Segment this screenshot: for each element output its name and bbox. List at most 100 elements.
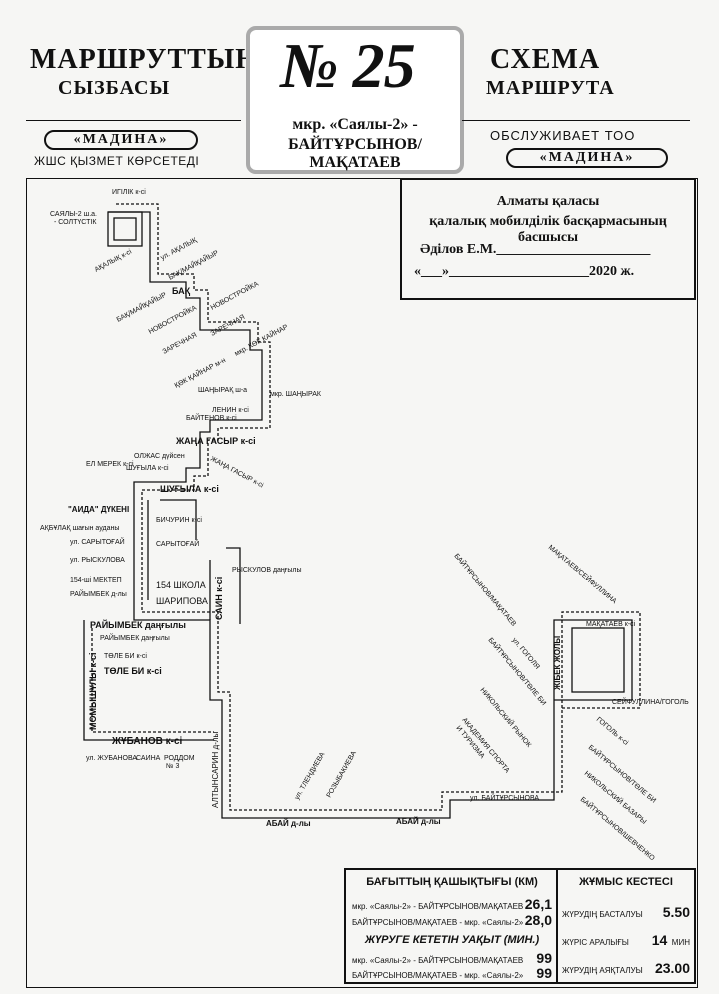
operator-right-pill: «МАДИНА» <box>506 148 668 168</box>
route-line-north <box>108 211 633 819</box>
schedule-value-2: 14 <box>651 932 668 948</box>
time-value-1: 99 <box>536 950 552 966</box>
map-label-tole-bi: ТӨЛЕ БИ к-сі <box>104 652 147 660</box>
distance-value-2: 28,0 <box>524 912 552 928</box>
map-label-akbulak: АҚБҰЛАҚ шағын ауданы <box>40 525 119 532</box>
route-line-sain <box>209 547 241 624</box>
map-label-gogol-k: ГОГОЛЬ к-сі <box>595 715 631 747</box>
route-line-momyshuly-dashed <box>91 628 214 733</box>
map-label-el-merek: ЕЛ МЕРЕК к-сі <box>86 460 134 468</box>
distance-row-2: БАЙТҰРСЫНОВ/МАҚАТАЕВ - мкр. «Саялы-2» 28… <box>352 912 552 928</box>
map-label-igilik: ИГІЛІК к-сі <box>112 188 146 196</box>
map-label-roddom: РОДДОМ <box>164 755 195 762</box>
map-label-zarechnaya: ЗАРЕЧНАЯ <box>162 332 199 356</box>
map-label-abai: АБАЙ д-лы <box>266 819 311 828</box>
map-label-sharipov: ШАРИПОВА <box>156 596 208 606</box>
schedule-label-3: ЖҮРУДІҢ АЯҚТАЛУЫ <box>562 966 643 975</box>
map-frame <box>26 178 698 988</box>
map-label-akademiya: АКАДЕМИЯ СПОРТА <box>460 717 510 775</box>
map-label-kok-kainar: ҚӨК ҚАЙНАР м-н <box>173 355 227 390</box>
map-label-tlendieva: ул. ТЛЕНДИЕВА <box>294 751 327 801</box>
map-label-raiymbek-d: РАЙЫМБЕК даңғылы <box>90 619 186 630</box>
map-label-abai-2: АБАЙ д-лы <box>396 817 441 826</box>
map-label-lenin: ЛЕНИН к-сі <box>212 406 249 414</box>
map-label-nikolskii: НИКОЛЬСКИЙ РЫНОК <box>478 686 534 750</box>
map-label-tole-bi-2: ТӨЛЕ БИ к-сі <box>104 666 162 676</box>
schedule-label-1: ЖҮРУДІҢ БАСТАЛУЫ <box>562 910 643 919</box>
map-label-baitursynov-makataev: БАЙТҰРСЫНОВ/МАҚАТАЕВ <box>452 552 518 629</box>
header-left-line1: МАРШРУТТЫҢ <box>30 44 259 75</box>
map-label-zarechnaya-2: ЗАРЕЧНАЯ <box>210 314 247 338</box>
approval-box: Алматы қаласы қалалық мобилділік басқарм… <box>400 178 696 300</box>
map-label-sarytogai-2: САРЫТОҒАЙ <box>156 539 199 548</box>
approval-signer: Әділов Е.М.______________________ <box>420 242 651 257</box>
schedule-row-1: ЖҮРУДІҢ БАСТАЛУЫ 5.50 <box>562 904 690 920</box>
schedule-value-1: 5.50 <box>662 904 690 920</box>
header-right-line1: СХЕМА <box>490 44 601 75</box>
map-label-rozybakieva: РОЗЫБАКИЕВА <box>326 750 358 799</box>
schedule-value-3: 23.00 <box>654 960 690 976</box>
map-label-sayaly-2: - СОЛТҮСТІК <box>54 219 97 226</box>
distance-label-2: БАЙТҰРСЫНОВ/МАҚАТАЕВ - мкр. «Саялы-2» <box>352 918 524 927</box>
map-label-novostroika-2: НОВОСТРОЙКА <box>209 279 261 312</box>
approval-line1: Алматы қаласы <box>496 194 600 209</box>
map-label-makataev-seif: МАҚАТАЕВ/СЕЙФУЛЛИНА <box>547 543 619 606</box>
map-label-baitursynova: ул. БАЙТҰРСЫНОВА <box>470 793 539 802</box>
time-label-1: мкр. «Саялы-2» - БАЙТҰРСЫНОВ/МАҚАТАЕВ <box>352 956 524 965</box>
map-label-kok-kainar-mkr: мкр. КӨК КАЙНАР <box>233 322 290 358</box>
time-row-1: мкр. «Саялы-2» - БАЙТҰРСЫНОВ/МАҚАТАЕВ 99 <box>352 950 552 966</box>
header: МАРШРУТТЫҢ СЫЗБАСЫ № 25 мкр. «Саялы-2» -… <box>0 0 719 175</box>
map-label-altynsarin: АЛТЫНСАРИН д-лы <box>211 731 220 808</box>
operator-left-caption: ЖШС ҚЫЗМЕТ КӨРСЕТЕДІ <box>34 154 200 168</box>
map-label-zhubanov: ЖҰБАНОВ к-сі <box>111 736 183 747</box>
route-desc-line1: мкр. «Саялы-2» - <box>292 116 418 133</box>
map-label-baitenov: БАЙТЕНОВ к-сі <box>186 413 237 422</box>
map-label-zhubanova-ul: ул. ЖУБАНОВА <box>86 755 137 762</box>
distance-value-1: 26,1 <box>524 896 552 912</box>
map-label-sarytogai: ул. САРЫТОҒАЙ <box>70 537 125 546</box>
time-label-2: БАЙТҰРСЫНОВ/МАҚАТАЕВ - мкр. «Саялы-2» <box>352 971 524 980</box>
map-label-raiymbek: РАЙЫМБЕК д-лы <box>70 589 127 598</box>
map-label-ryskulov-d: РЫСКУЛОВ даңғылы <box>232 567 302 574</box>
map-label-saina: САИНА <box>136 755 161 762</box>
time-title: ЖҮРУГЕ КЕТЕТІН УАҚЫТ (МИН.) <box>364 934 540 946</box>
terminal-north-inner <box>113 217 137 241</box>
map-label-roddom-2: № 3 <box>166 763 179 770</box>
header-rule-left <box>26 120 241 121</box>
terminal-east <box>571 627 625 693</box>
schedule-label-2: ЖҮРІС АРАЛЫҒЫ <box>562 938 629 947</box>
distance-row-1: мкр. «Саялы-2» - БАЙТҰРСЫНОВ/МАҚАТАЕВ 26… <box>352 896 552 912</box>
distance-box: БАҒЫТТЫҢ ҚАШЫҚТЫҒЫ (КМ) мкр. «Саялы-2» -… <box>344 868 560 984</box>
map-label-154-mektep: 154-ші МЕКТЕП <box>70 576 122 584</box>
map-label-sayaly: САЯЛЫ-2 ш.а. <box>50 211 97 218</box>
map-label-sain: САИН к-сі <box>214 577 224 620</box>
header-rule-right <box>462 120 690 121</box>
schedule-title: ЖҰМЫС КЕСТЕСІ <box>579 876 673 888</box>
map-label-akalyk-ul: ул. АҚАЛЫҚ <box>160 236 199 261</box>
time-value-2: 99 <box>536 965 552 981</box>
map-label-nikolskii-bazary: НИКОЛЬСКИЙ БАЗАРЫ <box>583 769 649 826</box>
schedule-row-3: ЖҮРУДІҢ АЯҚТАЛУЫ 23.00 <box>562 960 690 976</box>
distance-label-1: мкр. «Саялы-2» - БАЙТҰРСЫНОВ/МАҚАТАЕВ <box>352 902 524 911</box>
map-label-raiymbek-d-2: РАЙЫМБЕК даңғылы <box>100 633 170 642</box>
map-label-shugyla: ШУҒЫЛА к-сі <box>126 464 169 472</box>
map-label-154-shkola: 154 ШКОЛА <box>156 580 206 590</box>
schedule-box: ЖҰМЫС КЕСТЕСІ ЖҮРУДІҢ БАСТАЛУЫ 5.50 ЖҮРІ… <box>556 868 696 984</box>
operator-left-pill: «МАДИНА» <box>44 130 198 150</box>
operator-right-caption: ОБСЛУЖИВАЕТ ТОО <box>490 128 636 143</box>
map-label-ryskulova: ул. РЫСКУЛОВА <box>70 557 125 564</box>
map-label-olzhas: ОЛЖАС дүйсен <box>134 452 185 460</box>
schedule-row-2: ЖҮРІС АРАЛЫҒЫ 14 МИН <box>562 932 690 950</box>
schedule-value-2-wrap: 14 МИН <box>652 932 690 950</box>
map-label-aida: "АИДА" ДҮКЕНІ <box>68 505 129 514</box>
terminal-north <box>107 211 143 247</box>
map-label-momyshuly: МОМЫШҰЛЫ к-сі <box>88 653 98 731</box>
route-line-momyshuly <box>83 620 214 741</box>
route-desc-line2: БАЙТҰРСЫНОВ/МАҚАТАЕВ <box>288 136 422 171</box>
map-label-zhana: ЖАҢА <box>175 436 204 446</box>
map-label-akalyk: АҚАЛЫҚ к-сі <box>93 247 133 273</box>
map-label-shugyla-2: ШУҒЫЛА к-сі <box>160 484 219 494</box>
map-label-zhibek-zholy: ЖІБЕК ЖОЛЫ <box>553 636 562 691</box>
map-label-baitursynov-tole-bi-2: БАЙТҰРСЫНОВ/ТӨЛЕ БИ <box>587 743 659 805</box>
